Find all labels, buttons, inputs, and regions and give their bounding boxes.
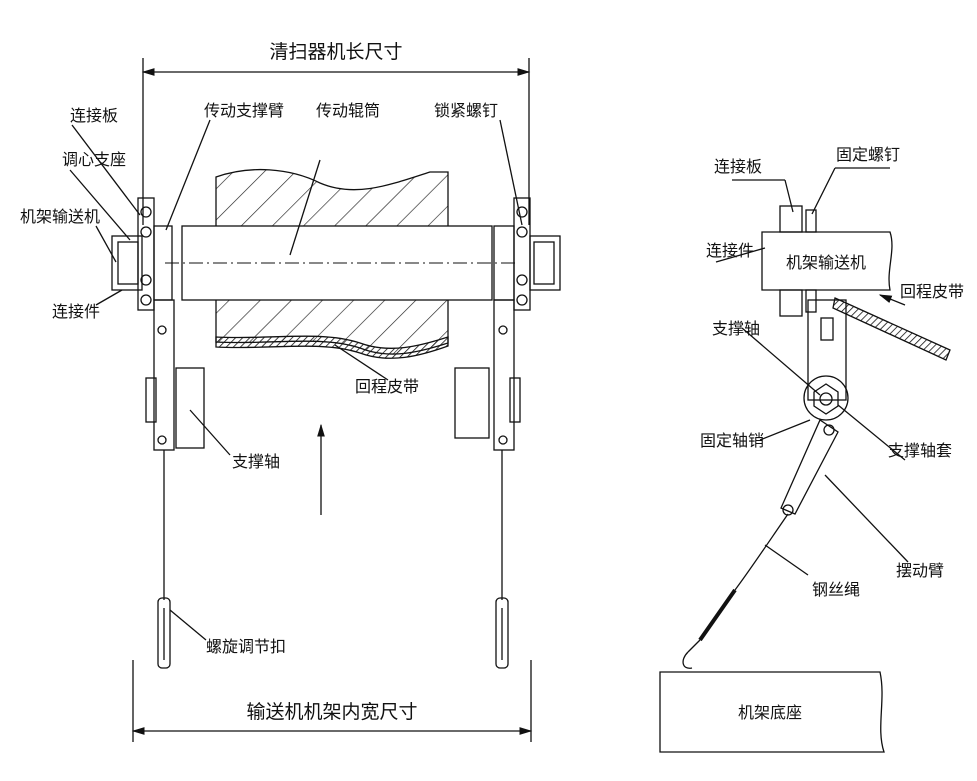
- front-labels: 清扫器机长尺寸 输送机机架内宽尺寸 连接板 调心支座 机架输送机 连接件 传动支…: [20, 41, 498, 723]
- left-bracket: [111, 197, 205, 669]
- label-connector: 连接件: [52, 302, 100, 321]
- label-return-belt: 回程皮带: [355, 377, 419, 396]
- side-label-connector: 连接件: [706, 241, 754, 260]
- side-label-wire-rope: 钢丝绳: [812, 580, 860, 599]
- side-label-fixed-pin: 固定轴销: [700, 431, 764, 450]
- side-label-return-belt: 回程皮带: [900, 282, 964, 301]
- side-label-connecting-plate: 连接板: [714, 157, 762, 176]
- side-view: [659, 167, 951, 753]
- side-shaft-sleeve: [803, 375, 849, 421]
- label-self-aligning-seat: 调心支座: [62, 150, 126, 169]
- label-locking-screw: 锁紧螺钉: [434, 101, 498, 120]
- label-drive-support-arm: 传动支撑臂: [204, 101, 284, 120]
- side-label-conveyor-frame: 机架输送机: [786, 253, 866, 272]
- dimension-width: [131, 660, 533, 742]
- label-length-dimension: 清扫器机长尺寸: [269, 41, 402, 63]
- front-view: [69, 58, 561, 742]
- label-connecting-plate: 连接板: [70, 106, 118, 125]
- right-bracket: [454, 197, 561, 669]
- label-width-dimension: 输送机机架内宽尺寸: [246, 701, 417, 723]
- dimension-length: [141, 58, 531, 225]
- side-wire-rope: [734, 513, 789, 591]
- side-frame-base: [659, 671, 885, 753]
- label-conveyor-frame: 机架输送机: [20, 207, 100, 226]
- side-label-frame-base: 机架底座: [738, 703, 802, 722]
- side-label-fixing-screw: 固定螺钉: [836, 145, 900, 164]
- label-support-shaft: 支撑轴: [232, 452, 280, 471]
- side-swing-arm: [780, 419, 839, 515]
- label-drive-roller: 传动辊筒: [316, 101, 380, 120]
- side-label-support-shaft: 支撑轴: [712, 319, 760, 338]
- side-return-belt: [832, 297, 951, 361]
- side-label-swing-arm: 摆动臂: [896, 561, 944, 580]
- return-belt-band: [215, 335, 449, 359]
- label-turnbuckle: 螺旋调节扣: [206, 637, 286, 656]
- side-label-shaft-sleeve: 支撑轴套: [888, 441, 952, 460]
- side-labels: 连接板 固定螺钉 连接件 机架输送机 回程皮带 支撑轴 固定轴销 支撑轴套 摆动…: [700, 145, 964, 722]
- side-conveyor-frame: [761, 231, 893, 291]
